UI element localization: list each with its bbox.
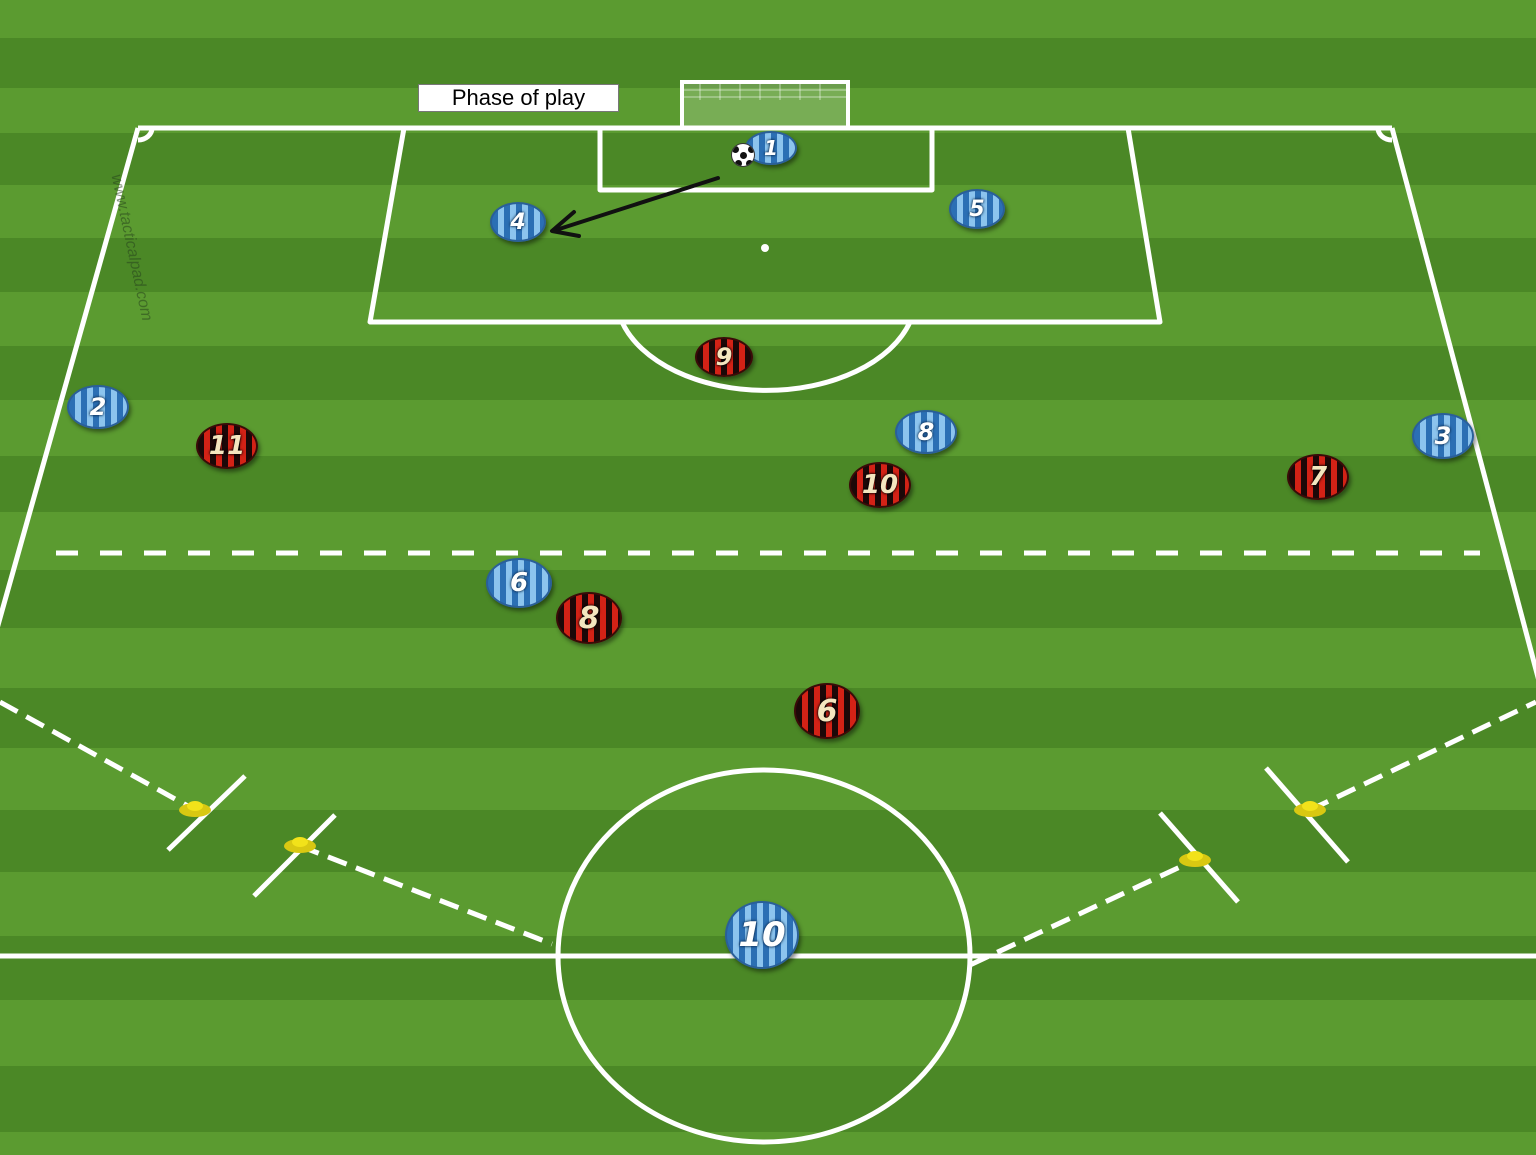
red-player-9[interactable]: 9: [695, 337, 753, 377]
channel-line-right-outer: [1308, 699, 1536, 813]
diagram-caption: Phase of play: [418, 84, 619, 112]
gate-left-inner: [252, 813, 337, 898]
player-number: 9: [715, 343, 733, 371]
player-number: 3: [1434, 422, 1452, 450]
red-player-11[interactable]: 11: [196, 423, 258, 469]
player-number: 10: [861, 470, 899, 500]
red-player-7[interactable]: 7: [1287, 454, 1349, 500]
blue-player-5[interactable]: 5: [949, 189, 1005, 229]
training-cone-icon[interactable]: [1294, 801, 1326, 817]
red-player-6[interactable]: 6: [794, 683, 860, 739]
blue-player-4[interactable]: 4: [490, 202, 546, 242]
player-number: 2: [89, 393, 107, 421]
player-number: 7: [1308, 462, 1328, 492]
player-number: 8: [578, 600, 600, 636]
corner-arc-right: [1375, 127, 1393, 143]
player-number: 5: [969, 196, 985, 222]
training-cone-icon[interactable]: [1179, 851, 1211, 867]
channel-line-left-inner: [299, 843, 553, 947]
penalty-box: [367, 127, 1163, 325]
channel-line-right-inner: [968, 857, 1197, 968]
player-number: 11: [208, 431, 246, 461]
six-yard-box: [597, 128, 935, 193]
player-number: 4: [510, 209, 526, 235]
touchline-left: [0, 127, 141, 628]
penalty-arc: [619, 320, 913, 393]
red-player-8[interactable]: 8: [556, 592, 622, 644]
blue-player-2[interactable]: 2: [67, 385, 129, 429]
soccer-ball-icon[interactable]: [731, 143, 755, 167]
player-number: 6: [509, 568, 529, 598]
blue-player-3[interactable]: 3: [1412, 413, 1474, 459]
red-player-10[interactable]: 10: [849, 462, 911, 508]
centre-circle: [555, 767, 973, 1145]
player-number: 1: [764, 136, 778, 160]
blue-player-10[interactable]: 10: [725, 901, 799, 969]
blue-player-6[interactable]: 6: [486, 558, 552, 608]
player-number: 8: [917, 418, 935, 446]
corner-arc-left: [137, 127, 155, 143]
touchline-right: [1389, 127, 1536, 680]
goal-net-icon: [680, 80, 850, 130]
training-cone-icon[interactable]: [179, 801, 211, 817]
player-number: 6: [816, 693, 838, 729]
channel-line-left-outer: [0, 699, 197, 813]
player-number: 10: [738, 915, 786, 955]
pass-arrow[interactable]: [550, 176, 720, 238]
penalty-spot: [761, 244, 769, 252]
blue-player-8[interactable]: 8: [895, 410, 957, 454]
training-cone-icon[interactable]: [284, 837, 316, 853]
